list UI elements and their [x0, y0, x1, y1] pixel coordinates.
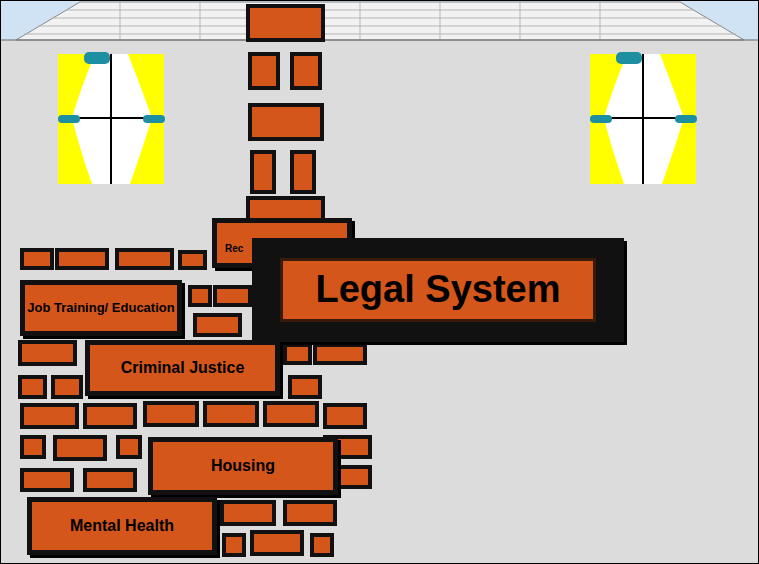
- brick-face: Legal System: [280, 258, 596, 322]
- labeled-brick: Mental Health: [27, 497, 217, 555]
- brick-label: Job Training/ Education: [27, 301, 174, 316]
- brick-label: Criminal Justice: [121, 359, 245, 377]
- brick-label: Mental Health: [70, 517, 174, 535]
- brick-label: Housing: [211, 457, 275, 475]
- labeled-brick: Housing: [148, 437, 338, 495]
- brick-label: Rec: [225, 243, 243, 255]
- brick-label: Legal System: [316, 268, 561, 312]
- window: [590, 52, 697, 184]
- window: [58, 52, 165, 184]
- labeled-brick: Criminal Justice: [85, 340, 280, 396]
- labeled-brick: Job Training/ Education: [20, 280, 182, 336]
- highlighted-brick: Legal System: [252, 238, 624, 342]
